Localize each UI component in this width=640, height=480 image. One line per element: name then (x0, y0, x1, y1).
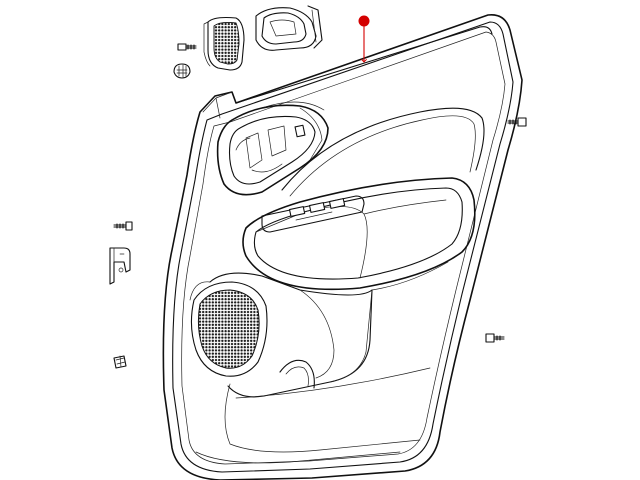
inside-handle-bezel-opening (216, 104, 329, 196)
armrest-pull-cup (242, 177, 476, 291)
panel-outer-edge (162, 13, 523, 480)
panel-bottom-seam (195, 451, 401, 464)
callout-marker (358, 15, 370, 63)
panel-rim-offset (181, 31, 506, 465)
speaker-grille-icon (197, 289, 260, 369)
speaker-bezel-part (203, 16, 245, 71)
clip-icon (113, 355, 127, 369)
speaker-grille (190, 281, 268, 377)
upper-trim-sweep (261, 101, 485, 197)
panel-inner-rim (172, 21, 514, 473)
door-trim-panel (162, 13, 523, 480)
panel-top-ledge (235, 26, 493, 104)
clip-top-left (173, 63, 191, 79)
panel-top-tab (202, 91, 233, 119)
bezel-grille-icon (213, 21, 240, 65)
screw-right-lower (485, 333, 505, 343)
screw-icon (113, 221, 133, 231)
callout-marker-icon (358, 15, 370, 27)
screw-icon (507, 117, 527, 127)
clip-bottom-left (113, 355, 127, 369)
screw-top-left (177, 43, 197, 51)
screw-icon (177, 43, 197, 51)
screw-right-upper (507, 117, 527, 127)
map-pocket (189, 261, 449, 453)
screw-icon (485, 333, 505, 343)
bracket-icon (109, 247, 131, 285)
screw-left-mid (113, 221, 133, 231)
clip-icon (173, 63, 191, 79)
bracket-left (109, 247, 131, 285)
inside-handle-bezel-part (255, 5, 323, 51)
